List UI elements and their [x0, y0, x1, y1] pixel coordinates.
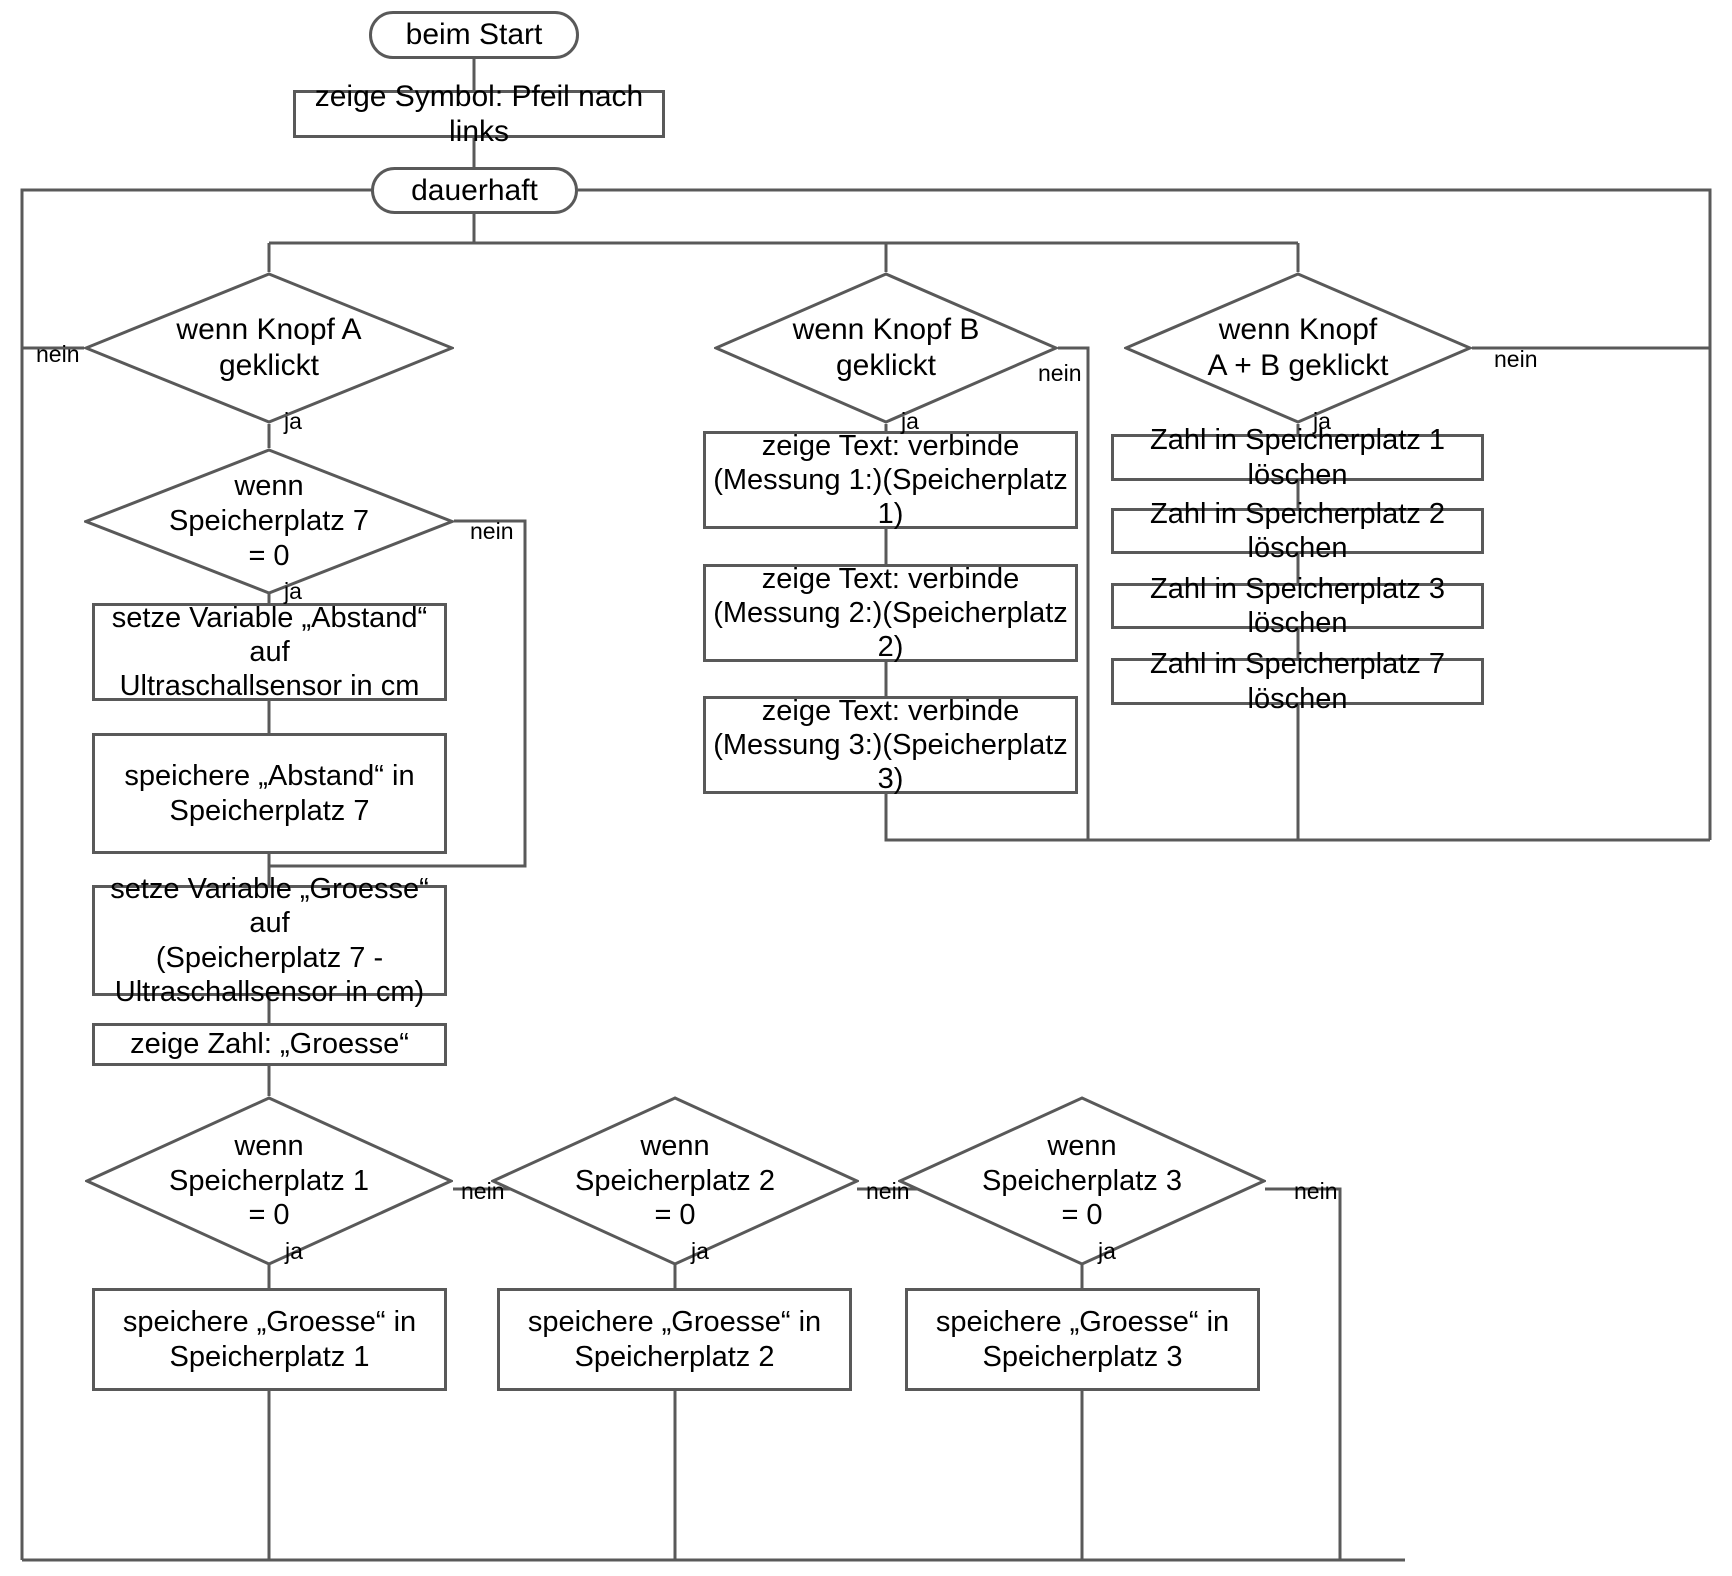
node-clear-1[interactable]: Zahl in Speicherplatz 1 löschen: [1111, 424, 1484, 491]
diamond-outline-if-slot7-zero: [84, 448, 454, 595]
node-store-groesse-3-label: speichere „Groesse“ in Speicherplatz 3: [935, 1306, 1230, 1373]
node-clear-2-label: Zahl in Speicherplatz 2 löschen: [1150, 497, 1445, 564]
edge-label-slot3-ja: ja: [1098, 1238, 1116, 1264]
node-if-button-a[interactable]: wenn Knopf A geklickt: [84, 272, 454, 424]
diamond-outline-if-slot3-zero: [898, 1096, 1266, 1266]
node-show-groesse-label: zeige Zahl: „Groesse“: [130, 1028, 409, 1061]
node-store-abstand[interactable]: speichere „Abstand“ in Speicherplatz 7: [92, 733, 447, 854]
wire-slot3-nein: [1265, 1187, 1342, 1560]
node-show-text-3[interactable]: zeige Text: verbinde (Messung 3:)(Speich…: [703, 694, 1078, 796]
node-forever-label: dauerhaft: [411, 173, 538, 207]
node-if-slot2-zero[interactable]: wenn Speicherplatz 2 = 0: [491, 1096, 859, 1266]
node-store-abstand-label: speichere „Abstand“ in Speicherplatz 7: [124, 760, 415, 827]
node-store-groesse-1[interactable]: speichere „Groesse“ in Speicherplatz 1: [92, 1288, 447, 1391]
node-start-label: beim Start: [405, 18, 543, 52]
node-set-groesse[interactable]: setze Variable „Groesse“ auf (Speicherpl…: [92, 873, 447, 1008]
node-set-abstand[interactable]: setze Variable „Abstand“ auf Ultraschall…: [92, 601, 447, 703]
edge-label-b-nein: nein: [1038, 360, 1082, 386]
node-if-slot1-zero[interactable]: wenn Speicherplatz 1 = 0: [85, 1096, 453, 1266]
wire-forever-right-outer: [578, 188, 1712, 840]
node-clear-7-label: Zahl in Speicherplatz 7 löschen: [1150, 648, 1445, 715]
node-show-text-1-label: zeige Text: verbinde (Messung 1:)(Speich…: [713, 429, 1068, 531]
edge-label-slot2-nein: nein: [866, 1178, 910, 1204]
node-clear-1-label: Zahl in Speicherplatz 1 löschen: [1150, 424, 1445, 491]
edge-label-ab-nein: nein: [1494, 346, 1538, 372]
edge-label-a-ja: ja: [284, 408, 302, 434]
diamond-outline-if-button-b: [714, 272, 1058, 424]
node-show-text-2-label: zeige Text: verbinde (Messung 2:)(Speich…: [713, 562, 1068, 664]
edge-label-slot3-nein: nein: [1294, 1178, 1338, 1204]
node-if-button-ab[interactable]: wenn Knopf A + B geklickt: [1124, 272, 1472, 424]
node-forever[interactable]: dauerhaft: [371, 167, 578, 214]
node-clear-3-label: Zahl in Speicherplatz 3 löschen: [1150, 572, 1445, 639]
edge-label-slot7-nein: nein: [470, 518, 514, 544]
node-store-groesse-3[interactable]: speichere „Groesse“ in Speicherplatz 3: [905, 1288, 1260, 1391]
edge-label-slot1-ja: ja: [285, 1238, 303, 1264]
node-if-button-b[interactable]: wenn Knopf B geklickt: [714, 272, 1058, 424]
node-store-groesse-1-label: speichere „Groesse“ in Speicherplatz 1: [122, 1306, 417, 1373]
node-show-text-2[interactable]: zeige Text: verbinde (Messung 2:)(Speich…: [703, 562, 1078, 664]
node-store-groesse-2-label: speichere „Groesse“ in Speicherplatz 2: [527, 1306, 822, 1373]
node-set-abstand-label: setze Variable „Abstand“ auf Ultraschall…: [111, 601, 428, 703]
edge-label-slot1-nein: nein: [461, 1178, 505, 1204]
diamond-outline-if-button-a: [84, 272, 454, 424]
node-show-text-1[interactable]: zeige Text: verbinde (Messung 1:)(Speich…: [703, 429, 1078, 531]
diamond-outline-if-slot1-zero: [85, 1096, 453, 1266]
node-start[interactable]: beim Start: [369, 11, 579, 59]
node-store-groesse-2[interactable]: speichere „Groesse“ in Speicherplatz 2: [497, 1288, 852, 1391]
node-show-text-3-label: zeige Text: verbinde (Messung 3:)(Speich…: [713, 694, 1068, 796]
node-show-groesse[interactable]: zeige Zahl: „Groesse“: [92, 1023, 447, 1066]
node-if-slot7-zero[interactable]: wenn Speicherplatz 7 = 0: [84, 448, 454, 595]
node-if-slot3-zero[interactable]: wenn Speicherplatz 3 = 0: [898, 1096, 1266, 1266]
edge-label-slot7-ja: ja: [284, 578, 302, 604]
edge-label-a-nein: nein: [36, 341, 80, 367]
wire-text3-down: [884, 794, 1088, 842]
node-clear-3[interactable]: Zahl in Speicherplatz 3 löschen: [1111, 573, 1484, 639]
diamond-outline-if-slot2-zero: [491, 1096, 859, 1266]
wire-forever-left-outer: [20, 188, 372, 1560]
node-show-symbol-label: zeige Symbol: Pfeil nach links: [314, 79, 644, 148]
edge-label-b-ja: ja: [901, 408, 919, 434]
node-set-groesse-label: setze Variable „Groesse“ auf (Speicherpl…: [110, 873, 429, 1008]
wire-slot7-nein: [269, 519, 527, 868]
edge-label-slot2-ja: ja: [691, 1238, 709, 1264]
wire-b-nein: [1058, 346, 1710, 842]
node-show-symbol[interactable]: zeige Symbol: Pfeil nach links: [293, 80, 665, 148]
diamond-outline-if-button-ab: [1124, 272, 1472, 424]
node-clear-7[interactable]: Zahl in Speicherplatz 7 löschen: [1111, 648, 1484, 715]
edge-label-ab-ja: ja: [1313, 408, 1331, 434]
node-clear-2[interactable]: Zahl in Speicherplatz 2 löschen: [1111, 498, 1484, 564]
